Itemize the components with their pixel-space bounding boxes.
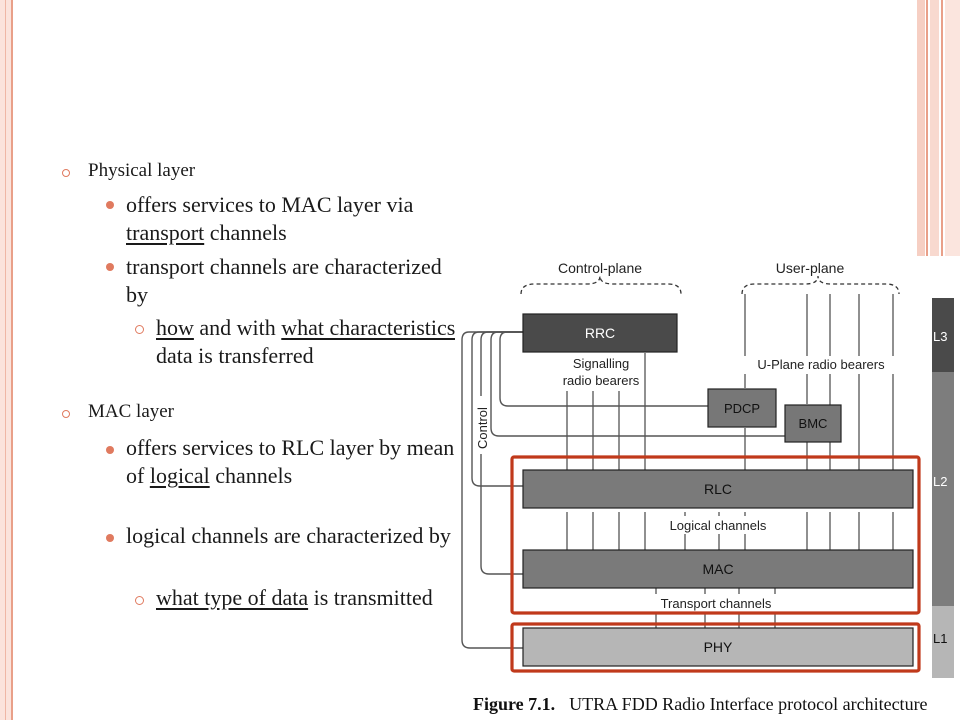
layer-l2-bar — [932, 372, 954, 606]
figure-caption-text: UTRA FDD Radio Interface protocol archit… — [569, 694, 928, 714]
phy-label: PHY — [704, 639, 733, 655]
user-plane-label: User-plane — [776, 260, 845, 276]
pdcp-block — [707, 388, 777, 428]
bullet-list: Physical layer offers services to MAC la… — [0, 0, 470, 720]
rrc-block — [522, 313, 678, 353]
rlc-mac-highlight-box — [510, 455, 921, 615]
bmc-label: BMC — [799, 416, 828, 431]
sub-bullet-ring-icon — [135, 596, 144, 605]
logical-channels-label: Logical channels — [670, 518, 767, 533]
bullet-ring-icon — [62, 410, 70, 418]
figure-number: Figure 7.1. — [473, 694, 556, 714]
bullet-ring-icon — [62, 169, 70, 177]
uplane-bearers-label: U-Plane radio bearers — [757, 357, 885, 372]
bmc-block — [784, 404, 842, 443]
control-plane-label: Control-plane — [558, 260, 642, 276]
right-decorative-bars — [917, 0, 960, 256]
transport-channels-label: Transport channels — [661, 596, 772, 611]
mac-label: MAC — [702, 561, 733, 577]
protocol-architecture-diagram: Control-plane User-plane — [455, 256, 960, 720]
rlc-block — [522, 469, 914, 509]
signalling-label-line1: Signalling — [573, 356, 629, 371]
pdcp-label: PDCP — [724, 401, 760, 416]
bullet-dot-icon — [106, 263, 114, 271]
figure-caption: Figure 7.1. UTRA FDD Radio Interface prot… — [473, 694, 928, 715]
bullet-dot-icon — [106, 446, 114, 454]
mac-layer-point-1: offers services to RLC layer by means of… — [126, 435, 463, 488]
layer-l1-bar — [932, 606, 954, 678]
bullet-dot-icon — [106, 534, 114, 542]
physical-layer-point-2: transport channels are characterized by — [126, 254, 442, 307]
mac-layer-sub-1: what type of data is transmitted — [156, 585, 433, 610]
layer-l1-label: L1 — [933, 631, 947, 646]
layer-l3-label: L3 — [933, 329, 947, 344]
sub-bullet-ring-icon — [135, 325, 144, 334]
mac-layer-point-2: logical channels are characterized by — [126, 523, 451, 548]
physical-layer-point-1: offers services to MAC layer via transpo… — [126, 192, 414, 245]
physical-layer-sub-1: how and with what characteristics data i… — [156, 315, 456, 368]
rlc-label: RLC — [704, 481, 732, 497]
phy-highlight-box — [510, 622, 921, 673]
rrc-label: RRC — [585, 325, 615, 341]
phy-block — [522, 627, 914, 667]
layer-l2-label: L2 — [933, 474, 947, 489]
user-plane-brace — [741, 275, 900, 295]
mac-layer-heading: MAC layer — [88, 401, 175, 422]
mac-block — [522, 549, 914, 589]
layer-l3-bar — [932, 298, 954, 372]
physical-layer-heading: Physical layer — [88, 160, 196, 181]
control-label: Control — [475, 407, 490, 449]
left-decorative-stripe — [0, 0, 13, 720]
signalling-label-line2: radio bearers — [563, 373, 640, 388]
bullet-dot-icon — [106, 201, 114, 209]
